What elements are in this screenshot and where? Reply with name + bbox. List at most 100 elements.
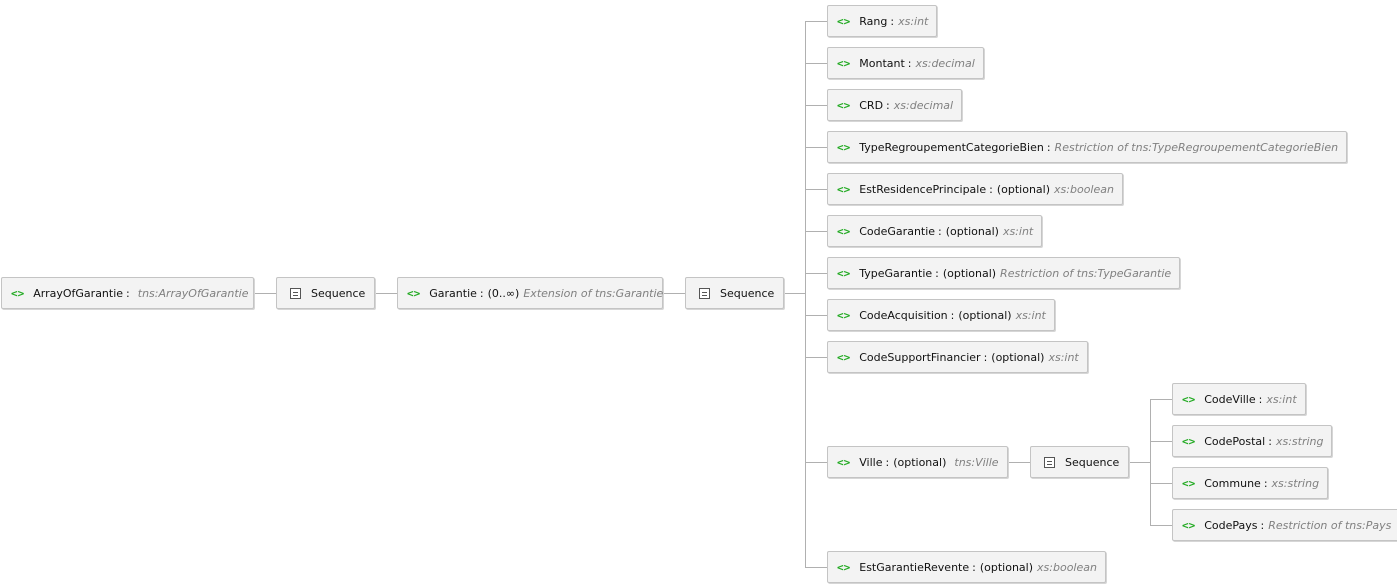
- element-type: xs:string: [1275, 434, 1324, 448]
- element-name: EstGarantieRevente: [859, 560, 970, 574]
- element-icon: <>: [837, 455, 851, 469]
- element-node-codeacquisition[interactable]: <> CodeAcquisition : (optional) xs:int: [827, 299, 1055, 331]
- sequence-label: Sequence: [1065, 455, 1120, 469]
- element-name: CodeAcquisition: [859, 308, 948, 322]
- name-separator: :: [479, 286, 484, 300]
- element-node-rang[interactable]: <> Rang : xs:int: [827, 5, 938, 37]
- name-separator: :: [938, 224, 942, 238]
- element-icon: <>: [837, 308, 851, 322]
- sequence-icon: [290, 287, 301, 299]
- element-icon: <>: [837, 56, 851, 70]
- element-type: Extension of tns:Garantie: [523, 286, 664, 300]
- element-occurs: (optional): [942, 266, 997, 280]
- element-name: CodeVille: [1204, 392, 1256, 406]
- sequence-node-ville[interactable]: Sequence: [1030, 446, 1129, 478]
- element-type: Restriction of tns:TypeRegroupementCateg…: [1054, 140, 1339, 154]
- sequence-node-garantie[interactable]: Sequence: [685, 277, 784, 309]
- element-name: CRD: [859, 98, 884, 112]
- element-node-montant[interactable]: <> Montant : xs:decimal: [827, 47, 984, 79]
- element-type: xs:int: [1048, 350, 1079, 364]
- element-name: Rang: [859, 14, 888, 28]
- element-name: Commune: [1204, 476, 1261, 490]
- name-separator: :: [950, 308, 955, 322]
- element-occurs: (optional): [958, 308, 1012, 322]
- element-type: tns:ArrayOfGarantie: [137, 286, 249, 300]
- name-separator: :: [885, 455, 890, 469]
- element-name: CodeSupportFinancier: [859, 350, 981, 364]
- element-node-arrayofgarantie[interactable]: <> ArrayOfGarantie : tns:ArrayOfGarantie: [1, 277, 254, 309]
- element-icon: <>: [837, 182, 851, 196]
- element-occurs: (optional): [945, 224, 999, 238]
- element-occurs: (optional): [996, 182, 1051, 196]
- element-icon: <>: [11, 286, 25, 300]
- element-type: tns:Ville: [954, 455, 999, 469]
- element-name: CodePostal: [1204, 434, 1266, 448]
- element-name: ArrayOfGarantie: [33, 286, 124, 300]
- sequence-icon: [1044, 456, 1055, 468]
- element-icon: <>: [1182, 476, 1196, 490]
- element-type: xs:int: [898, 14, 929, 28]
- name-separator: :: [935, 266, 939, 280]
- element-occurs: (optional): [979, 560, 1034, 574]
- element-type: xs:string: [1271, 476, 1320, 490]
- element-node-codepostal[interactable]: <> CodePostal : xs:string: [1172, 425, 1333, 457]
- element-node-crd[interactable]: <> CRD : xs:decimal: [827, 89, 963, 121]
- element-type: xs:int: [1002, 224, 1034, 238]
- element-occurs: (optional): [991, 350, 1045, 364]
- name-separator: :: [886, 98, 890, 112]
- element-occurs: (0..∞): [487, 286, 520, 300]
- element-name: Montant: [859, 56, 905, 70]
- element-icon: <>: [837, 14, 851, 28]
- element-name: TypeGarantie: [859, 266, 933, 280]
- element-name: Ville: [859, 455, 883, 469]
- name-separator: :: [972, 560, 976, 574]
- name-separator: :: [907, 56, 912, 70]
- element-node-estgarantierevente[interactable]: <> EstGarantieRevente : (optional) xs:bo…: [827, 551, 1106, 583]
- element-icon: <>: [837, 224, 851, 238]
- element-icon: <>: [837, 140, 851, 154]
- element-icon: <>: [837, 560, 851, 574]
- name-separator: :: [1268, 434, 1272, 448]
- element-name: CodePays: [1204, 518, 1258, 532]
- element-icon: <>: [407, 286, 421, 300]
- element-type: Restriction of tns:TypeGarantie: [1000, 266, 1172, 280]
- element-name: CodeGarantie: [859, 224, 936, 238]
- element-type: xs:int: [1015, 308, 1046, 322]
- name-separator: :: [126, 286, 130, 300]
- element-node-estresidenceprincipale[interactable]: <> EstResidencePrincipale : (optional) x…: [827, 173, 1123, 205]
- element-type: xs:decimal: [893, 98, 954, 112]
- sequence-icon: [699, 287, 710, 299]
- element-type: xs:decimal: [915, 56, 975, 70]
- sequence-label: Sequence: [720, 286, 775, 300]
- element-node-codeville[interactable]: <> CodeVille : xs:int: [1172, 383, 1306, 415]
- name-separator: :: [890, 14, 895, 28]
- element-type: xs:boolean: [1037, 560, 1097, 574]
- element-node-typeregroupementcategoriebien[interactable]: <> TypeRegroupementCategorieBien : Restr…: [827, 131, 1348, 163]
- element-node-codegarantie[interactable]: <> CodeGarantie : (optional) xs:int: [827, 215, 1043, 247]
- name-separator: :: [1263, 476, 1268, 490]
- name-separator: :: [983, 350, 988, 364]
- element-type: xs:boolean: [1054, 182, 1114, 196]
- name-separator: :: [989, 182, 993, 196]
- element-type: Restriction of tns:Pays: [1268, 518, 1392, 532]
- element-node-codepays[interactable]: <> CodePays : Restriction of tns:Pays: [1172, 509, 1397, 541]
- element-name: TypeRegroupementCategorieBien: [859, 140, 1044, 154]
- element-type: xs:int: [1266, 392, 1297, 406]
- element-icon: <>: [837, 98, 851, 112]
- element-node-garantie[interactable]: <> Garantie : (0..∞) Extension of tns:Ga…: [397, 277, 663, 309]
- sequence-label: Sequence: [311, 286, 366, 300]
- name-separator: :: [1046, 140, 1051, 154]
- element-name: Garantie: [429, 286, 477, 300]
- element-node-commune[interactable]: <> Commune : xs:string: [1172, 467, 1329, 499]
- element-occurs: (optional): [893, 455, 947, 469]
- name-separator: :: [1258, 392, 1263, 406]
- sequence-node-root[interactable]: Sequence: [276, 277, 375, 309]
- element-name: EstResidencePrincipale: [859, 182, 987, 196]
- element-icon: <>: [1182, 392, 1196, 406]
- element-node-typegarantie[interactable]: <> TypeGarantie : (optional) Restriction…: [827, 257, 1181, 289]
- name-separator: :: [1260, 518, 1265, 532]
- element-node-codesupportfinancier[interactable]: <> CodeSupportFinancier : (optional) xs:…: [827, 341, 1088, 373]
- element-node-ville[interactable]: <> Ville : (optional) tns:Ville: [827, 446, 1008, 478]
- element-icon: <>: [837, 350, 851, 364]
